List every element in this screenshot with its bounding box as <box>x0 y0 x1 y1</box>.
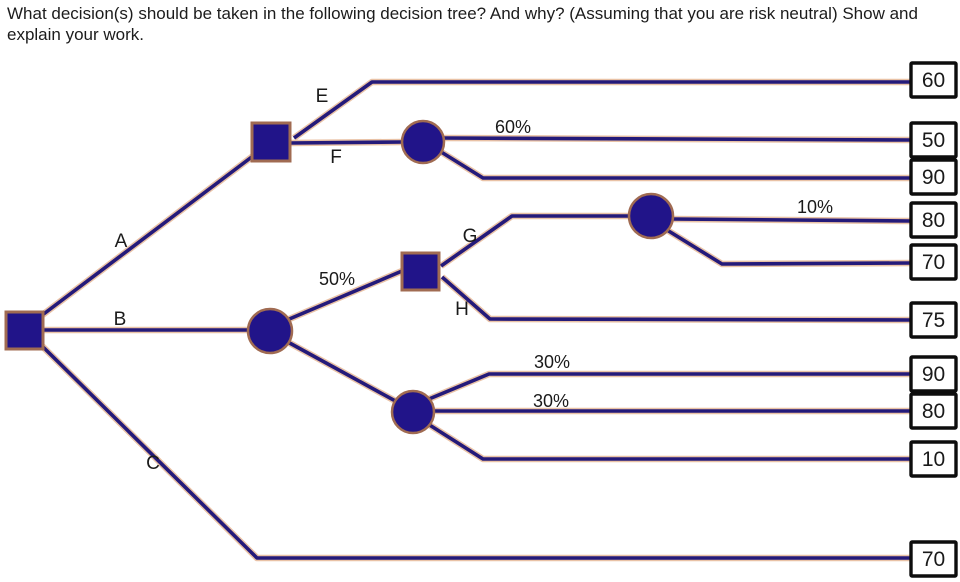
branch-F-line <box>289 140 404 145</box>
branch-50pct-line <box>286 269 403 322</box>
branch-label-B: B <box>114 309 127 330</box>
A-decision-node <box>250 121 292 163</box>
probability-label-0: 60% <box>495 117 531 137</box>
GH-decision-node <box>400 251 441 292</box>
payoff-value-7: 80 <box>922 400 945 423</box>
branch-E-line <box>292 80 911 140</box>
lower-chance-node <box>390 389 436 435</box>
payoff-value-3: 80 <box>922 209 945 232</box>
payoff-value-0: 60 <box>922 69 945 92</box>
branch-label-A: A <box>115 231 128 252</box>
probability-label-4: 30% <box>533 391 569 411</box>
branch-C-line <box>38 342 911 560</box>
branch-label-C: C <box>146 453 160 474</box>
F-chance-node <box>400 119 446 165</box>
payoff-box-3 <box>909 201 958 239</box>
branch-to-90-top-line <box>437 148 911 180</box>
branch-to-90-top-halo <box>436 147 911 182</box>
payoff-box-6 <box>909 355 958 393</box>
payoff-box-7 <box>909 392 958 430</box>
payoff-box-2 <box>909 158 958 196</box>
branch-60pct-line <box>442 136 912 142</box>
branch-label-F: F <box>330 147 342 168</box>
branch-B-to-chance-line <box>285 339 400 405</box>
question-text: What decision(s) should be taken in the … <box>7 4 918 44</box>
G-chance-node <box>627 192 675 240</box>
branch-30pct-top-halo <box>427 370 911 402</box>
branch-H-halo <box>439 274 912 324</box>
B-chance-node <box>246 307 294 355</box>
payoff-value-2: 90 <box>922 166 945 189</box>
branch-to-70-mid-line <box>666 228 912 266</box>
payoff-box-9 <box>909 540 958 578</box>
payoff-box-4 <box>909 243 958 281</box>
branch-10pct-line <box>671 217 912 223</box>
branch-A-line <box>39 154 255 318</box>
probability-label-1: 50% <box>319 269 355 289</box>
payoff-box-1 <box>909 121 958 159</box>
payoff-value-9: 70 <box>922 548 945 571</box>
branch-label-E: E <box>316 86 329 107</box>
payoff-box-5 <box>909 301 958 339</box>
payoff-box-0 <box>909 61 958 99</box>
branch-label-H: H <box>455 299 469 320</box>
branch-E-halo <box>292 78 911 141</box>
probability-label-2: 10% <box>797 197 833 217</box>
branch-H-line <box>440 275 912 322</box>
payoff-value-6: 90 <box>922 363 945 386</box>
payoff-value-8: 10 <box>922 448 945 471</box>
payoff-value-1: 50 <box>922 129 945 152</box>
branch-to-10-line <box>427 422 911 461</box>
branch-to-10-halo <box>426 421 911 463</box>
branch-to-70-mid-halo <box>665 227 912 268</box>
payoff-value-4: 70 <box>922 251 945 274</box>
root-decision-node <box>4 310 45 351</box>
payoff-box-8 <box>909 440 958 478</box>
branch-G-line <box>439 214 630 268</box>
payoff-value-5: 75 <box>922 309 945 332</box>
branch-30pct-top-line <box>428 372 911 401</box>
branch-label-G: G <box>463 226 478 247</box>
probability-label-3: 30% <box>534 352 570 372</box>
